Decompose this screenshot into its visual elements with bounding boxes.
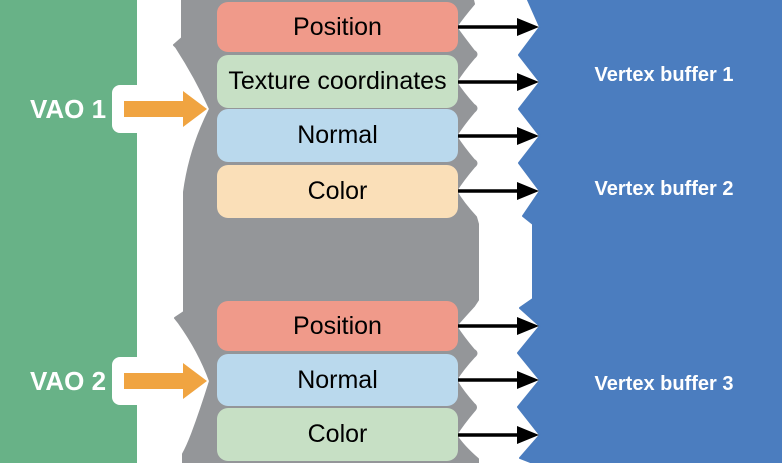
attribute-box-normal-vao1: Normal <box>217 109 458 162</box>
connector-arrow-icon <box>452 182 539 200</box>
connector-arrow-icon <box>452 73 539 91</box>
connector-arrow-icon <box>452 18 539 36</box>
vao1-arrow-icon <box>124 91 207 127</box>
attribute-box-color-vao1: Color <box>217 165 458 218</box>
buffer-column-shape <box>517 0 782 463</box>
vertex-buffer-3-label: Vertex buffer 3 <box>594 372 734 395</box>
vertex-buffer-2-label: Vertex buffer 2 <box>594 177 734 200</box>
vao1-label: VAO 1 <box>29 93 107 124</box>
connector-arrow-icon <box>452 371 539 389</box>
connector-arrow-icon <box>452 127 539 145</box>
vao2-arrow-icon <box>124 363 207 399</box>
attribute-box-color-vao2: Color <box>217 408 458 461</box>
attribute-box-position-vao1: Position <box>217 2 458 52</box>
attribute-box-normal-vao2: Normal <box>217 354 458 406</box>
connector-arrow-icon <box>452 317 539 335</box>
attribute-box-position-vao2: Position <box>217 301 458 351</box>
vertex-buffer-1-label: Vertex buffer 1 <box>594 63 734 86</box>
vao2-label: VAO 2 <box>29 365 107 396</box>
attribute-box-texture-coordinates-vao1: Texture coordinates <box>217 55 458 108</box>
connector-arrow-icon <box>452 426 539 444</box>
